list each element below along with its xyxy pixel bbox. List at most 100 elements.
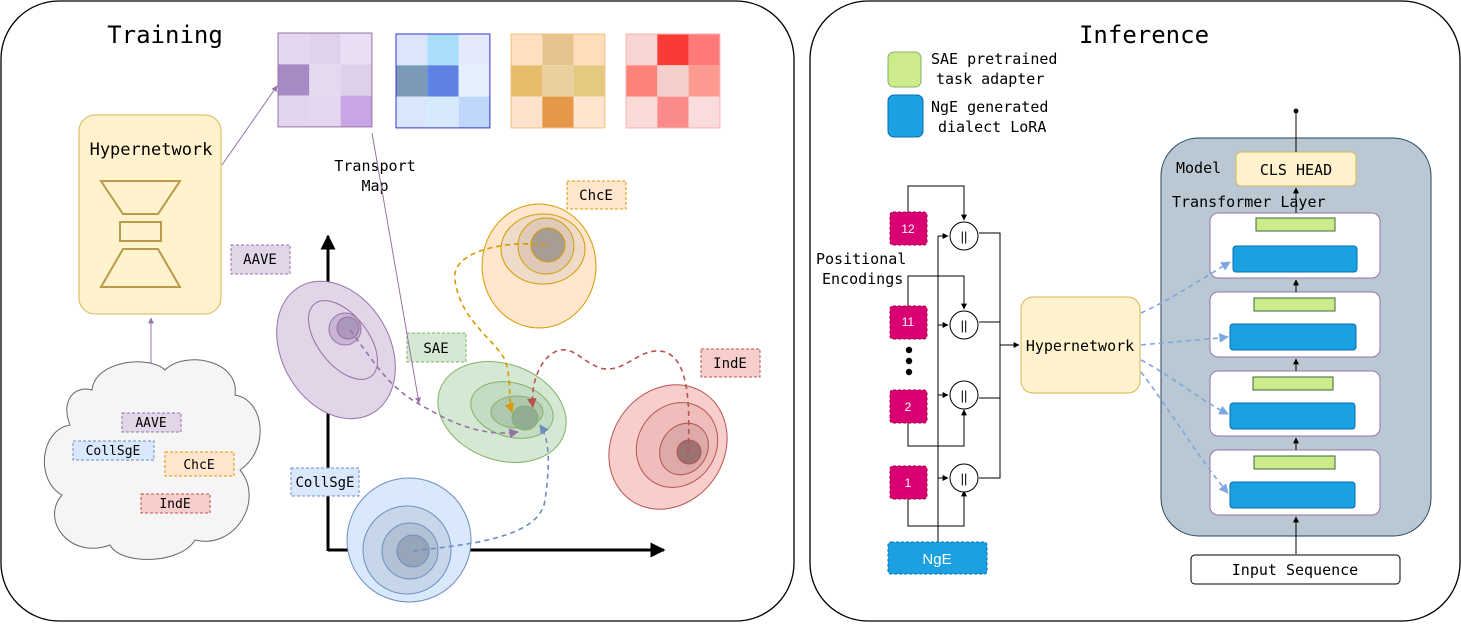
adapter-block: [1252, 376, 1334, 391]
hourglass-icon: [99, 180, 182, 288]
transport-map-cell: [626, 96, 658, 128]
transport-map-cell: [573, 34, 605, 66]
transport-map-cell: [396, 34, 428, 66]
transport-map-border: [277, 32, 373, 128]
cloud-tag-chce: ChcE: [164, 451, 235, 477]
positional-box-1: 1: [889, 465, 928, 500]
transport-map-purple: [277, 32, 373, 128]
inde-transport-path: [527, 349, 690, 453]
svg-text:1: 1: [905, 476, 912, 490]
svg-text:task adapter: task adapter: [936, 70, 1044, 88]
svg-text:11: 11: [902, 315, 915, 329]
lora-block: [1229, 402, 1356, 430]
transformer-layer-label: Transformer Layer: [1172, 193, 1326, 211]
chce-cluster: [481, 203, 597, 329]
map-to-sae-arrow: [371, 132, 422, 404]
tag-collsge: CollSgE: [290, 467, 360, 497]
transport-map-cell: [427, 34, 459, 66]
transport-map-cell: [278, 64, 310, 96]
svg-text:AAVE: AAVE: [243, 252, 277, 268]
transport-map-cell: [688, 65, 720, 97]
aave-cluster: [276, 280, 396, 420]
svg-text:ChcE: ChcE: [579, 188, 613, 204]
transport-map-orange: [510, 33, 606, 129]
svg-text:Hypernetwork: Hypernetwork: [1026, 337, 1134, 355]
transport-map-cell: [278, 33, 310, 65]
svg-text:Input Sequence: Input Sequence: [1232, 561, 1358, 579]
positional-box-11: 11: [889, 305, 928, 340]
transport-map-cell: [688, 34, 720, 66]
transport-map-red: [625, 33, 721, 129]
transport-map-cell: [427, 65, 459, 97]
positional-label-line1: Positional: [816, 250, 906, 268]
transport-map-cell: [657, 96, 689, 128]
svg-text:2: 2: [905, 400, 912, 414]
collsge-cluster: [346, 477, 472, 603]
transport-map-cell: [626, 34, 658, 66]
cls-head-box: CLS HEAD: [1235, 151, 1357, 187]
svg-text:CollSgE: CollSgE: [86, 444, 141, 459]
transport-map-cell: [626, 65, 658, 97]
svg-text:IndE: IndE: [713, 356, 747, 372]
tag-sae: SAE: [406, 332, 467, 363]
concat-node-12: ||: [949, 221, 979, 251]
lora-block: [1229, 323, 1357, 351]
legend-lora-swatch: [887, 94, 924, 138]
svg-text:ChcE: ChcE: [183, 458, 214, 473]
transport-map-cell: [573, 65, 605, 97]
chce-transport-path: [454, 242, 547, 413]
transport-map-cell: [340, 33, 372, 65]
transport-map-cell: [340, 95, 372, 127]
adapter-block: [1253, 455, 1336, 470]
transport-map-cell: [458, 96, 490, 128]
svg-text:||: ||: [961, 229, 968, 244]
adapter-block: [1255, 217, 1336, 232]
legend-adapter: SAE pretrained task adapter: [887, 50, 1057, 88]
transformer-layer-1: [1209, 449, 1381, 516]
lora-block: [1229, 481, 1356, 509]
aave-transport-path: [349, 329, 519, 438]
transport-maps: [277, 32, 721, 129]
legend-adapter-swatch: [887, 51, 922, 88]
transport-map-cell: [396, 96, 428, 128]
tag-aave: AAVE: [230, 244, 291, 275]
transport-map-blue: [395, 33, 491, 129]
svg-text:CollSgE: CollSgE: [295, 475, 354, 491]
inference-title: Inference: [1079, 21, 1209, 49]
positional-wiring: [907, 185, 1020, 543]
transport-map-cell: [278, 95, 310, 127]
lora-generation-arrows: [1140, 261, 1231, 494]
svg-text:12: 12: [901, 222, 915, 236]
tag-chce: ChcE: [566, 180, 627, 210]
svg-text:AAVE: AAVE: [135, 416, 166, 431]
hypernet-to-map-arrow: [221, 85, 278, 166]
transport-map-cell: [427, 96, 459, 128]
inde-cluster: [608, 384, 728, 510]
transport-map-label-line1: Transport: [334, 157, 415, 175]
transport-map-cell: [542, 96, 574, 128]
svg-text:IndE: IndE: [159, 497, 190, 512]
svg-text:||: ||: [961, 388, 968, 403]
svg-text:NgE generated: NgE generated: [931, 98, 1048, 116]
transport-map-cell: [688, 96, 720, 128]
adapter-block: [1253, 297, 1336, 312]
ellipsis-dots: [905, 346, 913, 376]
transport-map-cell: [657, 34, 689, 66]
concat-node-11: ||: [949, 310, 979, 340]
transport-map-cell: [511, 96, 543, 128]
transport-map-cell: [511, 65, 543, 97]
cloud-tag-aave: AAVE: [121, 412, 182, 433]
concat-nodes: || || || ||: [949, 221, 979, 493]
inference-hypernetwork-box: Hypernetwork: [1020, 296, 1141, 394]
transformer-layer-3: [1209, 291, 1381, 358]
transport-map-cell: [542, 34, 574, 66]
transport-map-cell: [458, 65, 490, 97]
svg-text:||: ||: [961, 471, 968, 486]
transport-map-cell: [511, 34, 543, 66]
transport-map-border: [625, 33, 721, 129]
transport-map-cell: [309, 95, 341, 127]
transport-map-cell: [458, 34, 490, 66]
training-title: Training: [107, 21, 223, 49]
concat-node-1: ||: [949, 463, 979, 493]
